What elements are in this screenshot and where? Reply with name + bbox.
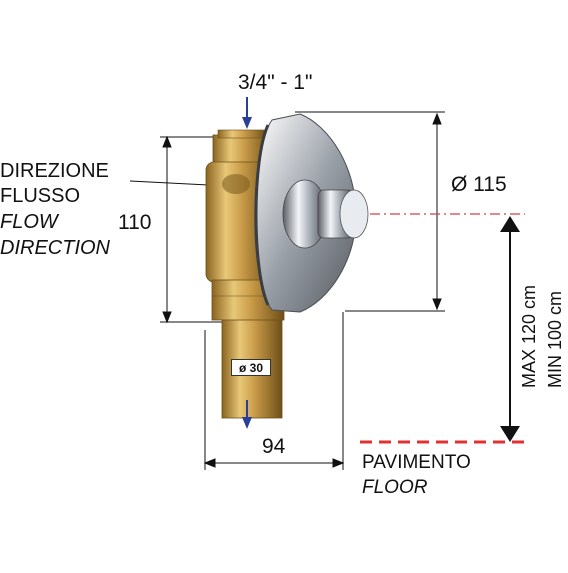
min-height-label: MIN 100 cm	[545, 290, 565, 388]
flow-direction-label-it-1: DIREZIONE	[0, 160, 109, 182]
floor-height-dimension	[500, 216, 520, 442]
diameter-dimension	[295, 111, 445, 312]
width-dimension	[203, 312, 345, 470]
diameter-dimension-label: Ø 115	[451, 173, 507, 196]
floor-label-it: PAVIMENTO	[362, 452, 471, 473]
height-dimension-label: 110	[118, 211, 152, 234]
inlet-size-label: 3/4" - 1"	[238, 71, 313, 94]
width-dimension-label: 94	[262, 435, 286, 458]
outlet-arrow-icon	[242, 400, 252, 429]
outlet-diameter-tag: ø 30	[231, 359, 271, 376]
inlet-arrow-icon	[242, 97, 252, 129]
floor-label-en: FLOOR	[362, 477, 428, 498]
max-height-label: MAX 120 cm	[519, 284, 539, 388]
flow-direction-label-en-2: DIRECTION	[0, 237, 110, 259]
flow-direction-label-en-1: FLOW	[0, 211, 58, 233]
flow-direction-label-it-2: FLUSSO	[0, 185, 81, 207]
push-button	[282, 179, 369, 249]
